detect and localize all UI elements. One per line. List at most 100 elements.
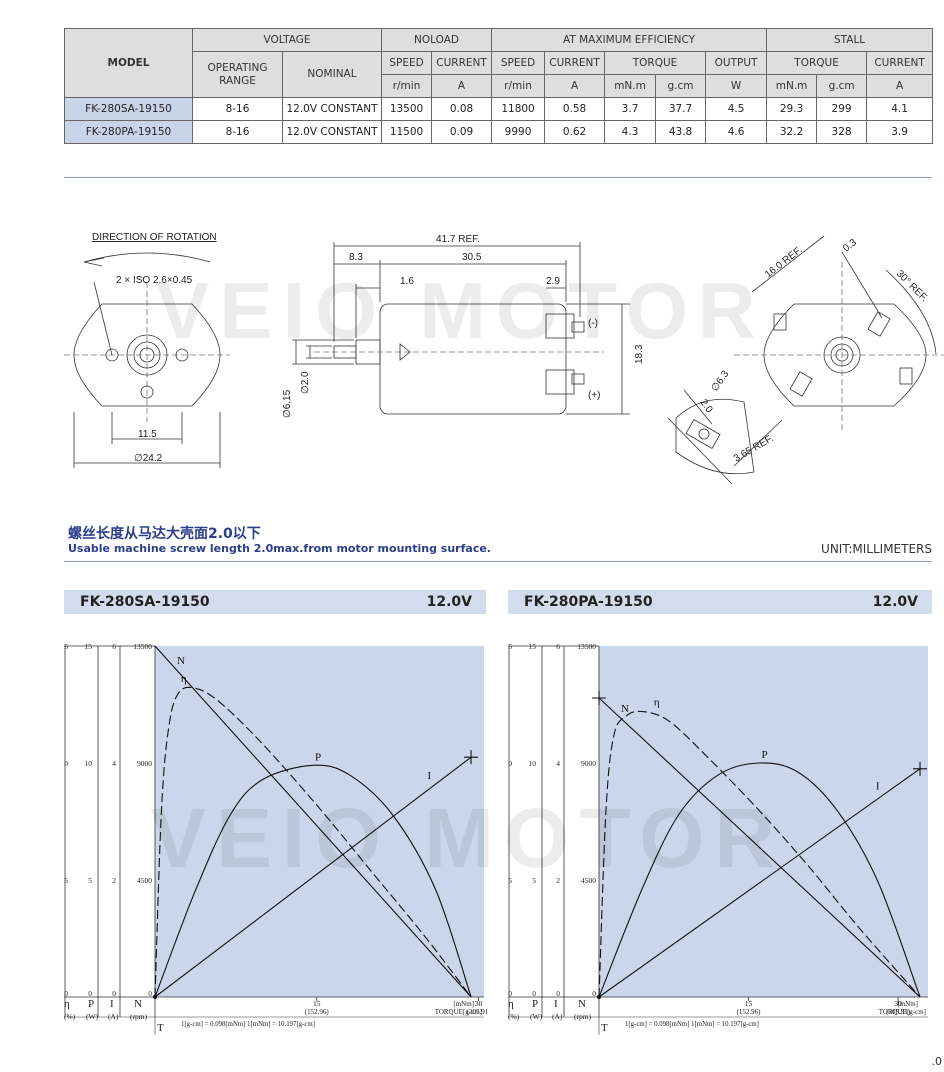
conversion-note: 1[g-cm] = 0.098[mNm] 1[mNm] = 10.197[g-c… [181,1021,315,1028]
series-label: N [177,655,185,667]
cell-nl-current: 0.08 [431,97,493,121]
axis-symbol-n: N [134,998,142,1010]
y-tick-N: 0 [592,989,596,998]
y-tick-I: 4 [112,759,116,768]
cell-model: FK-280PA-19150 [64,120,193,144]
th-st-torque: TORQUE [766,51,868,75]
page-number: .0 [931,1055,943,1068]
dim-3-65: 3.65 REF. [732,433,776,464]
axis-unit: (A) [108,1012,119,1021]
dim-30-5: 30.5 [462,252,482,263]
dim-8-3: 8.3 [349,252,363,263]
th-unit-mnm: mN.m [604,74,657,98]
cell-st-torque-gcm: 299 [816,97,868,121]
axis-symbol-i: I [110,998,114,1010]
y-tick-N: 4500 [137,876,152,885]
y-tick-P: 5 [532,876,536,885]
th-unit-a: A [431,74,493,98]
plot-area [155,646,484,997]
series-n [154,645,472,998]
th-me-torque: TORQUE [604,51,707,75]
cell-me-torque-mnm: 3.7 [604,97,657,121]
axis-unit: (W) [530,1012,543,1021]
y-tick-P: 15 [85,642,93,651]
th-unit-rmin: r/min [491,74,546,98]
y-tick-P: 10 [529,759,537,768]
axis-symbol-n: N [578,998,586,1010]
cell-me-torque-gcm: 37.7 [655,97,707,121]
chart-header-sa: FK-280SA-19150 12.0V [64,590,486,614]
x-tick-label-gcm: (152.96) [737,1008,762,1016]
axis-symbol-t: T [601,1022,608,1034]
y-tick-I: 2 [112,876,116,885]
y-tick-I: 4 [556,759,560,768]
dim-2-0: ∅2.0 [300,371,311,394]
th-operating-range: OPERATING RANGE [192,51,283,98]
end-marker [592,691,606,705]
th-me-current: CURRENT [544,51,606,75]
dim-1-6: 1.6 [400,276,414,287]
y-tick-N: 9000 [581,759,596,768]
th-st-current: CURRENT [866,51,934,75]
terminal-positive: (+) [588,390,601,401]
y-tick-P: 10 [85,759,93,768]
table-row: FK-280PA-19150 8-16 12.0V CONSTANT 11500… [64,120,934,144]
cell-st-torque-gcm: 328 [816,120,868,144]
divider [64,177,932,178]
x-unit-label: TORQUE[g-cm] [879,1008,926,1016]
th-stall: STALL [766,28,934,52]
x-unit-mnm: [mNm] [453,1000,474,1008]
th-unit-w: W [705,74,768,98]
axis-unit: (%) [508,1012,520,1021]
y-tick-eta: 75 [508,642,512,651]
series-label: N [621,703,629,715]
y-tick-P: 0 [532,989,536,998]
x-unit-label: TORQUE[g-cm] [435,1008,482,1016]
dim-30-deg: 30° REF. [894,268,930,304]
performance-chart-sa: 755025015105064201350090004500015(152.96… [64,642,488,1035]
series-label: η [654,697,660,709]
axis-unit: (rpm) [130,1012,148,1021]
conversion-note: 1[g-cm] = 0.098[mNm] 1[mNm] = 10.197[g-c… [625,1021,759,1028]
series-n [598,697,921,998]
dim-6-3: ∅6.3 [709,369,731,394]
axis-symbol-p: P [88,998,94,1010]
axis-unit: (%) [64,1012,76,1021]
dim-18-3: 18.3 [634,344,645,364]
th-nl-current: CURRENT [431,51,493,75]
chart-voltage: 12.0V [872,594,918,610]
dim-2-9: 2.9 [546,276,560,287]
end-marker [913,761,928,776]
y-tick-eta: 75 [64,642,68,651]
series-label: P [315,751,321,763]
y-tick-P: 0 [88,989,92,998]
th-voltage: VOLTAGE [191,28,383,52]
series-label: η [181,673,187,685]
dim-6-15: ∅6.15 [282,389,293,418]
dim-11-5: 11.5 [138,429,157,440]
x-tick-label-gcm: (152.96) [305,1008,330,1016]
axis-unit: (W) [86,1012,99,1021]
dim-0-3: 0.3 [841,237,859,254]
y-tick-N: 13500 [133,642,152,651]
dim-16-ref: 16.0 REF. [763,245,804,281]
y-tick-N: 13500 [577,642,596,651]
cell-st-torque-mnm: 29.3 [766,97,818,121]
cell-st-torque-mnm: 32.2 [766,120,818,144]
cell-st-current: 4.1 [866,97,934,121]
cell-range: 8-16 [192,120,283,144]
origin-point [153,995,157,999]
dim-24-2: ∅24.2 [134,453,163,464]
cell-me-torque-mnm: 4.3 [604,120,657,144]
y-tick-N: 9000 [137,759,152,768]
plot-area [599,646,928,997]
th-unit-a: A [544,74,606,98]
th-model: MODEL [64,28,193,98]
y-tick-eta: 0 [64,989,68,998]
chart-title: FK-280PA-19150 [524,594,653,610]
axis-symbol-p: P [532,998,538,1010]
unit-label: UNIT:MILLIMETERS [821,542,932,556]
cell-me-output: 4.5 [705,97,768,121]
series-p [598,762,921,998]
axis-symbol-eta: η [508,998,514,1010]
